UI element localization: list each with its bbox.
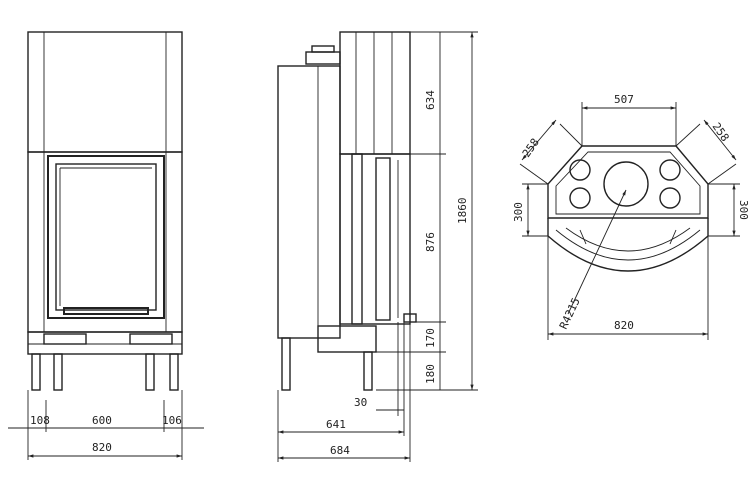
front-dim-right-gap: 106 <box>162 414 182 427</box>
plan-vent-hole <box>569 187 591 209</box>
side-dim-leg-height: 180 <box>424 364 437 384</box>
plan-dim-right-side: 300 <box>737 200 750 220</box>
side-dim-depth-inner: 641 <box>326 418 346 431</box>
side-flue-collar <box>305 51 341 65</box>
front-view: 108 600 106 820 <box>8 31 204 460</box>
side-base <box>317 325 377 353</box>
front-leg <box>145 353 155 391</box>
front-base <box>27 331 183 355</box>
plan-vent-hole <box>569 159 591 181</box>
side-dim-hood-height: 634 <box>424 90 437 110</box>
front-body <box>27 151 183 333</box>
plan-vent-hole <box>659 187 681 209</box>
front-grate <box>63 307 149 315</box>
plan-vent-hole <box>659 159 681 181</box>
plan-main-flue <box>603 161 649 207</box>
side-firebox <box>339 153 411 325</box>
side-dim-body-height: 876 <box>424 232 437 252</box>
plan-dim-left-side: 300 <box>512 202 525 222</box>
front-door-frame <box>47 155 165 319</box>
side-dim-total-height: 1860 <box>456 198 469 225</box>
front-glass <box>55 163 157 311</box>
plan-view: 507 258 258 300 300 R4215 820 <box>512 93 750 340</box>
side-rear-body <box>277 65 341 339</box>
plan-hood-outline <box>547 145 709 219</box>
plan-dim-total-width: 820 <box>614 319 634 332</box>
plan-dim-top-width: 507 <box>614 93 634 106</box>
side-view: 634 876 1860 170 180 30 641 684 <box>277 31 478 462</box>
side-dim-depth-total: 684 <box>330 444 350 457</box>
plan-dim-right-angle: 258 <box>710 120 732 144</box>
side-dim-offset: 30 <box>354 396 367 409</box>
front-dim-inner-width: 600 <box>92 414 112 427</box>
side-door <box>375 157 391 321</box>
front-leg <box>53 353 63 391</box>
plan-dim-left-angle: 258 <box>520 136 542 160</box>
front-dim-left-gap: 108 <box>30 414 50 427</box>
front-leg <box>169 353 179 391</box>
plan-firebox-curve <box>547 218 709 272</box>
front-dim-total-width: 820 <box>92 441 112 454</box>
front-leg <box>31 353 41 391</box>
plan-dim-radius: R4215 <box>557 296 583 332</box>
side-leg <box>363 351 373 391</box>
side-dim-base-height: 170 <box>424 328 437 348</box>
side-hood <box>339 31 411 155</box>
front-hood <box>27 31 183 153</box>
side-leg <box>281 337 291 391</box>
